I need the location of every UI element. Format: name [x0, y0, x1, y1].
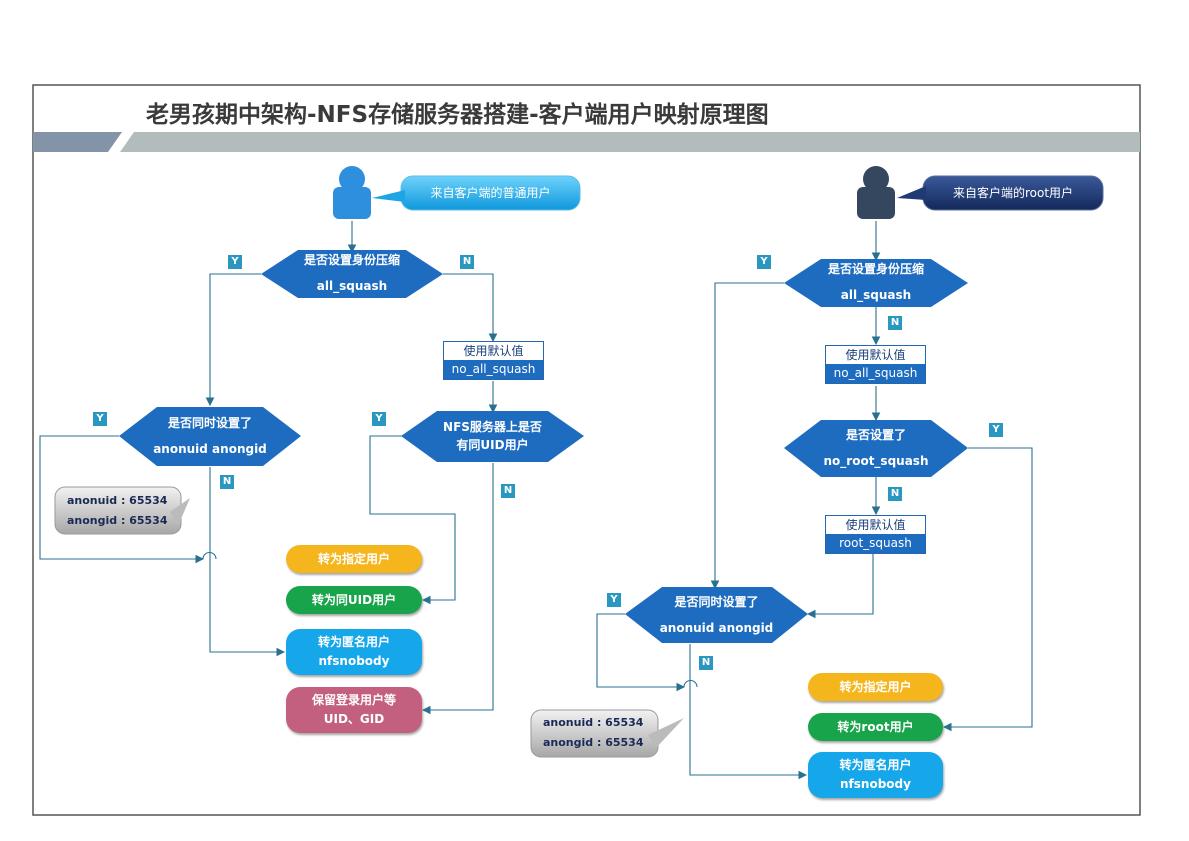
note-right-line2: anongid : 65534 — [543, 736, 644, 749]
decision-left-3-line2: 有同UID用户 — [456, 438, 529, 452]
decision-right-1-line1: 是否设置身份压缩 — [827, 262, 924, 276]
result-specified-user-right: 转为指定用户 — [808, 673, 943, 701]
note-left: anonuid : 65534 anongid : 65534 — [55, 491, 181, 531]
decision-right-1-line2: all_squash — [840, 288, 912, 302]
result-specified-user-left: 转为指定用户 — [286, 545, 422, 573]
decision-right-3-line2: anonuid anongid — [659, 621, 774, 635]
note-left-line1: anonuid : 65534 — [67, 494, 168, 507]
result-anon-user-left-line2: nfsnobody — [318, 654, 390, 668]
decision-diamond-right-1 — [784, 259, 968, 307]
user-label-right: 来自客户端的root用户 — [952, 186, 1074, 200]
speech-bubble-left — [372, 175, 581, 211]
default-box-left-1-value: no_all_squash — [444, 360, 543, 379]
note-callout-right — [530, 709, 684, 758]
user-icon-right — [857, 166, 895, 219]
note-right: anonuid : 65534 anongid : 65534 — [531, 713, 658, 753]
result-root-user-right: 转为root用户 — [808, 713, 943, 741]
yes-badge-left-1: Y — [228, 255, 242, 269]
result-anon-user-left-line1: 转为匿名用户 — [317, 635, 390, 649]
result-anon-user-left: 转为匿名用户 nfsnobody — [286, 629, 422, 675]
decision-diamond-right-2 — [784, 420, 968, 477]
default-box-right-2-title: 使用默认值 — [845, 518, 906, 532]
user-icon-left — [333, 166, 371, 219]
decision-right-3-line1: 是否同时设置了 — [674, 595, 759, 609]
default-box-left-1: 使用默认值 no_all_squash — [443, 341, 544, 380]
default-box-right-1-title: 使用默认值 — [845, 348, 906, 362]
note-right-line1: anonuid : 65534 — [543, 716, 644, 729]
no-badge-right-1: N — [888, 316, 902, 330]
default-box-right-2: 使用默认值 root_squash — [825, 515, 926, 554]
default-box-right-1: 使用默认值 no_all_squash — [825, 345, 926, 384]
header-band-dark — [33, 132, 122, 152]
note-callout-left — [54, 486, 190, 535]
decision-left-2-line2: anonuid anongid — [153, 442, 267, 456]
page-title: 老男孩期中架构-NFS存储服务器搭建-客户端用户映射原理图 — [146, 102, 769, 128]
no-badge-left-2: N — [220, 475, 234, 489]
yes-badge-right-1: Y — [757, 255, 771, 269]
result-same-uid-user-left-label: 转为同UID用户 — [311, 593, 397, 607]
result-keep-user-left-line1: 保留登录用户等 — [311, 693, 396, 707]
default-box-right-1-value: no_all_squash — [826, 364, 925, 383]
default-box-right-2-value: root_squash — [826, 534, 925, 553]
result-keep-user-left: 保留登录用户等 UID、GID — [286, 687, 422, 733]
no-badge-left-1: N — [460, 255, 474, 269]
yes-badge-right-2: Y — [989, 423, 1003, 437]
decision-diamond-right-3 — [625, 587, 808, 643]
result-keep-user-left-line2: UID、GID — [323, 712, 385, 726]
decision-left-1-line2: all_squash — [316, 279, 388, 293]
decision-left-3-line1: NFS服务器上是否 — [443, 420, 542, 434]
outer-frame — [32, 84, 1141, 816]
no-badge-right-3: N — [699, 656, 713, 670]
result-anon-user-right-line1: 转为匿名用户 — [839, 758, 912, 772]
speech-bubble-right — [897, 175, 1104, 211]
user-label-left: 来自客户端的普通用户 — [430, 186, 551, 200]
result-anon-user-right-line2: nfsnobody — [840, 777, 911, 791]
result-same-uid-user-left: 转为同UID用户 — [286, 586, 422, 614]
header-band-light — [120, 132, 1140, 152]
decision-right-2-line2: no_root_squash — [823, 454, 929, 468]
decision-diamond-left-1 — [261, 250, 443, 298]
default-box-left-1-title: 使用默认值 — [463, 344, 524, 358]
yes-badge-left-2: Y — [93, 412, 107, 426]
yes-badge-right-3: Y — [607, 593, 621, 607]
result-anon-user-right: 转为匿名用户 nfsnobody — [808, 752, 943, 798]
decision-diamond-left-2 — [119, 407, 301, 466]
yes-badge-left-3: Y — [372, 412, 386, 426]
decision-diamond-left-3 — [401, 411, 584, 462]
decision-right-2-line1: 是否设置了 — [845, 428, 906, 442]
note-left-line2: anongid : 65534 — [67, 514, 168, 527]
no-badge-right-2: N — [888, 487, 902, 501]
decision-left-1-line1: 是否设置身份压缩 — [303, 253, 400, 267]
decision-left-2-line1: 是否同时设置了 — [167, 416, 252, 430]
no-badge-left-3: N — [501, 484, 515, 498]
